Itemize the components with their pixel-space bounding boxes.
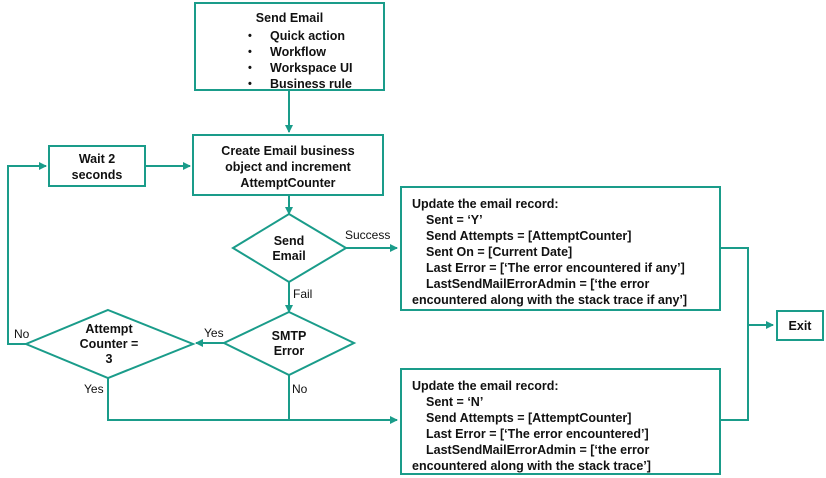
trigger-item: Business rule — [248, 76, 383, 92]
failure-line: encountered along with the stack trace’] — [412, 459, 651, 473]
send-email-diamond-shape — [231, 212, 348, 284]
edge-attempt-no — [7, 162, 47, 345]
edge-label-success: Success — [345, 228, 391, 242]
smtp-diamond-line: Error — [273, 344, 305, 358]
create-line: AttemptCounter — [240, 176, 336, 190]
wait-line: Wait 2 — [78, 152, 116, 166]
send-email-title: Send Email — [255, 11, 324, 25]
failure-title: Update the email record: — [412, 379, 559, 393]
attempt-counter-diamond-shape — [23, 308, 196, 380]
attempt-diamond-line: 3 — [105, 352, 113, 366]
trigger-item: Quick action — [248, 28, 383, 44]
success-update-box: Update the email record: Sent = ‘Y’ Send… — [400, 186, 721, 311]
create-email-box: Create Email business object and increme… — [192, 134, 384, 196]
wait-box: Wait 2 seconds — [48, 145, 146, 187]
exit-label: Exit — [788, 319, 812, 333]
attempt-counter-diamond-label: Attempt Counter = 3 — [63, 322, 155, 367]
failure-line: Last Error = [‘The error encountered’] — [426, 427, 649, 441]
send-diamond-line: Email — [272, 249, 306, 263]
edge-label-attempt-yes: Yes — [84, 382, 104, 396]
edge-failure-to-exit — [721, 325, 749, 421]
edge-label-smtp-no: No — [292, 382, 308, 396]
trigger-item: Workflow — [248, 44, 383, 60]
failure-line: Sent = ‘N’ — [426, 395, 484, 409]
success-line: Last Error = [‘The error encountered if … — [426, 261, 685, 275]
edge-label-attempt-no: No — [14, 327, 30, 341]
smtp-diamond-line: SMTP — [271, 329, 307, 343]
edge-success-to-exit — [721, 247, 774, 329]
create-line: object and increment — [225, 160, 351, 174]
success-line: LastSendMailErrorAdmin = [‘the error — [426, 277, 650, 291]
success-title: Update the email record: — [412, 197, 559, 211]
attempt-diamond-line: Attempt — [85, 322, 133, 336]
success-line: Sent On = [Current Date] — [426, 245, 573, 259]
send-email-trigger-list: Quick action Workflow Workspace UI Busin… — [196, 28, 383, 92]
edge-label-smtp-yes: Yes — [204, 326, 224, 340]
send-diamond-line: Send — [273, 234, 305, 248]
smtp-error-diamond-shape — [221, 310, 357, 377]
send-email-box: Send Email Quick action Workflow Workspa… — [194, 2, 385, 92]
exit-box: Exit — [776, 310, 824, 341]
trigger-item: Workspace UI — [248, 60, 383, 76]
success-line: encountered along with the stack trace i… — [412, 293, 688, 307]
edge-attempt-yes — [107, 374, 398, 424]
edge-label-fail: Fail — [293, 287, 313, 301]
failure-line: Send Attempts = [AttemptCounter] — [426, 411, 632, 425]
failure-line: LastSendMailErrorAdmin = [‘the error — [426, 443, 650, 457]
wait-line: seconds — [71, 168, 123, 182]
success-line: Send Attempts = [AttemptCounter] — [426, 229, 632, 243]
create-line: Create Email business — [221, 144, 355, 158]
success-line: Sent = ‘Y’ — [426, 213, 483, 227]
smtp-error-diamond-label: SMTP Error — [249, 329, 329, 359]
send-email-diamond-label: Send Email — [249, 234, 329, 264]
failure-update-box: Update the email record: Sent = ‘N’ Send… — [400, 368, 721, 475]
attempt-diamond-line: Counter = — [79, 337, 139, 351]
